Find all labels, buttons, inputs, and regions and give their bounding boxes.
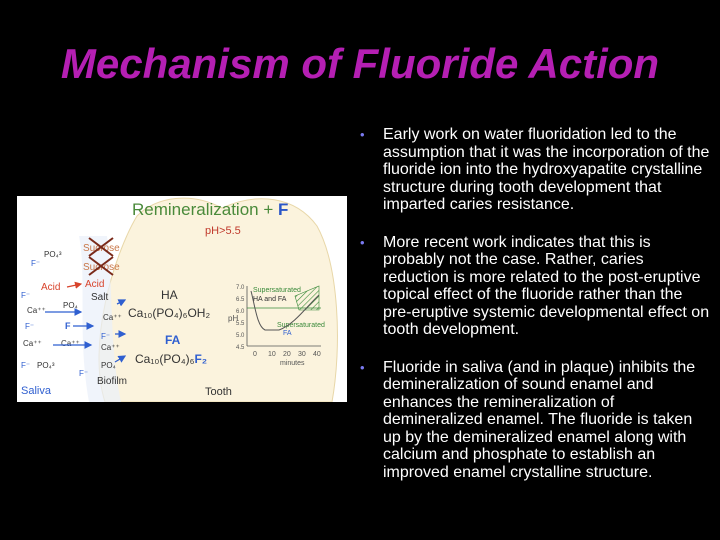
inset-hatched-region — [294, 285, 320, 311]
bullet-dot-icon: • — [360, 127, 365, 142]
salt-label: Salt — [91, 292, 108, 303]
inset-ytick: 6.5 — [236, 297, 245, 303]
inset-ytick: 6.0 — [236, 309, 245, 315]
ion-po4-low: PO₄³ — [37, 361, 55, 370]
inset-xtick: 30 — [298, 351, 306, 358]
inset-ytick: 7.0 — [236, 285, 245, 291]
inset-xlabel: minutes — [280, 360, 305, 367]
ion-po4-bio: PO₄ — [101, 361, 116, 370]
ion-f-6: F⁻ — [79, 369, 88, 378]
ion-flow-arrows — [45, 299, 127, 363]
inset-supersat-bottom: Supersaturated — [277, 322, 325, 329]
bullet-item: • Fluoride in saliva (and in plaque) inhi… — [360, 359, 712, 482]
fa-formula: Ca₁₀(PO₄)₆F₂ — [135, 352, 207, 366]
inset-xtick: 40 — [313, 351, 321, 358]
inset-supersat-top: Supersaturated — [253, 287, 301, 294]
fa-label: FA — [165, 333, 181, 347]
ion-po4-top: PO₄³ — [44, 250, 62, 259]
ion-ca-3: Ca⁺⁺ — [61, 339, 80, 348]
bullet-dot-icon: • — [360, 359, 365, 375]
biofilm-label: Biofilm — [97, 376, 127, 387]
ion-ca-2: Ca⁺⁺ — [23, 339, 42, 348]
inset-xtick: 0 — [253, 351, 257, 358]
inset-ph-curve — [250, 290, 320, 331]
ion-f-5: F⁻ — [21, 361, 30, 370]
ion-f-7: F⁻ — [101, 332, 110, 341]
cross-out-icon — [88, 237, 114, 276]
bullet-text: Fluoride in saliva (and in plaque) inhib… — [383, 358, 696, 481]
biofilm-layer — [79, 236, 121, 402]
bullet-text: Early work on water fluoridation led to … — [383, 126, 710, 213]
inset-ph-chart: pH 7.0 6.5 6.0 5.5 5.0 4.5 0 10 20 30 40… — [228, 285, 325, 367]
ion-f-2: F⁻ — [21, 291, 30, 300]
ion-ca-1: Ca⁺⁺ — [27, 306, 46, 315]
bullet-dot-icon: • — [360, 234, 365, 250]
ion-f-3: F⁻ — [25, 322, 34, 331]
acid-arrow-icon — [66, 281, 83, 289]
inset-ylabel: pH — [228, 314, 238, 323]
ph-condition: pH>5.5 — [205, 225, 241, 237]
bullet-item: • Early work on water fluoridation led to… — [360, 126, 712, 214]
inset-ytick: 5.0 — [236, 333, 245, 339]
tooth-label: Tooth — [205, 386, 232, 398]
remineralization-diagram: Remineralization + F pH>5.5 Sucrose Sucr… — [17, 196, 347, 403]
inset-fa-label: FA — [283, 330, 292, 337]
ion-f-4: F — [65, 321, 71, 331]
ion-ca-5: Ca⁺⁺ — [101, 343, 120, 352]
bullet-text: More recent work indicates that this is … — [383, 233, 710, 339]
ion-po4-mid: PO₄ — [63, 301, 78, 310]
acid-label-top: Acid — [85, 279, 104, 290]
inset-ytick: 4.5 — [236, 345, 245, 351]
saliva-label: Saliva — [21, 385, 52, 397]
ha-label: HA — [161, 288, 178, 302]
diagram-heading: Remineralization + F — [132, 200, 288, 219]
inset-xtick: 10 — [268, 351, 276, 358]
inset-xtick: 20 — [283, 351, 291, 358]
remineralization-figure: Remineralization + F pH>5.5 Sucrose Sucr… — [17, 196, 347, 403]
slide-title: Mechanism of Fluoride Action — [60, 40, 660, 87]
ha-formula: Ca₁₀(PO₄)₆OH₂ — [128, 306, 210, 320]
ion-ca-4: Ca⁺⁺ — [103, 313, 122, 322]
bullet-item: • More recent work indicates that this is… — [360, 234, 712, 339]
acid-label-left: Acid — [41, 282, 60, 293]
ion-f-1: F⁻ — [31, 259, 40, 268]
inset-ha-fa-label: HA and FA — [253, 296, 287, 303]
inset-ytick: 5.5 — [236, 321, 245, 327]
bullet-list: • Early work on water fluoridation led to… — [360, 126, 712, 481]
